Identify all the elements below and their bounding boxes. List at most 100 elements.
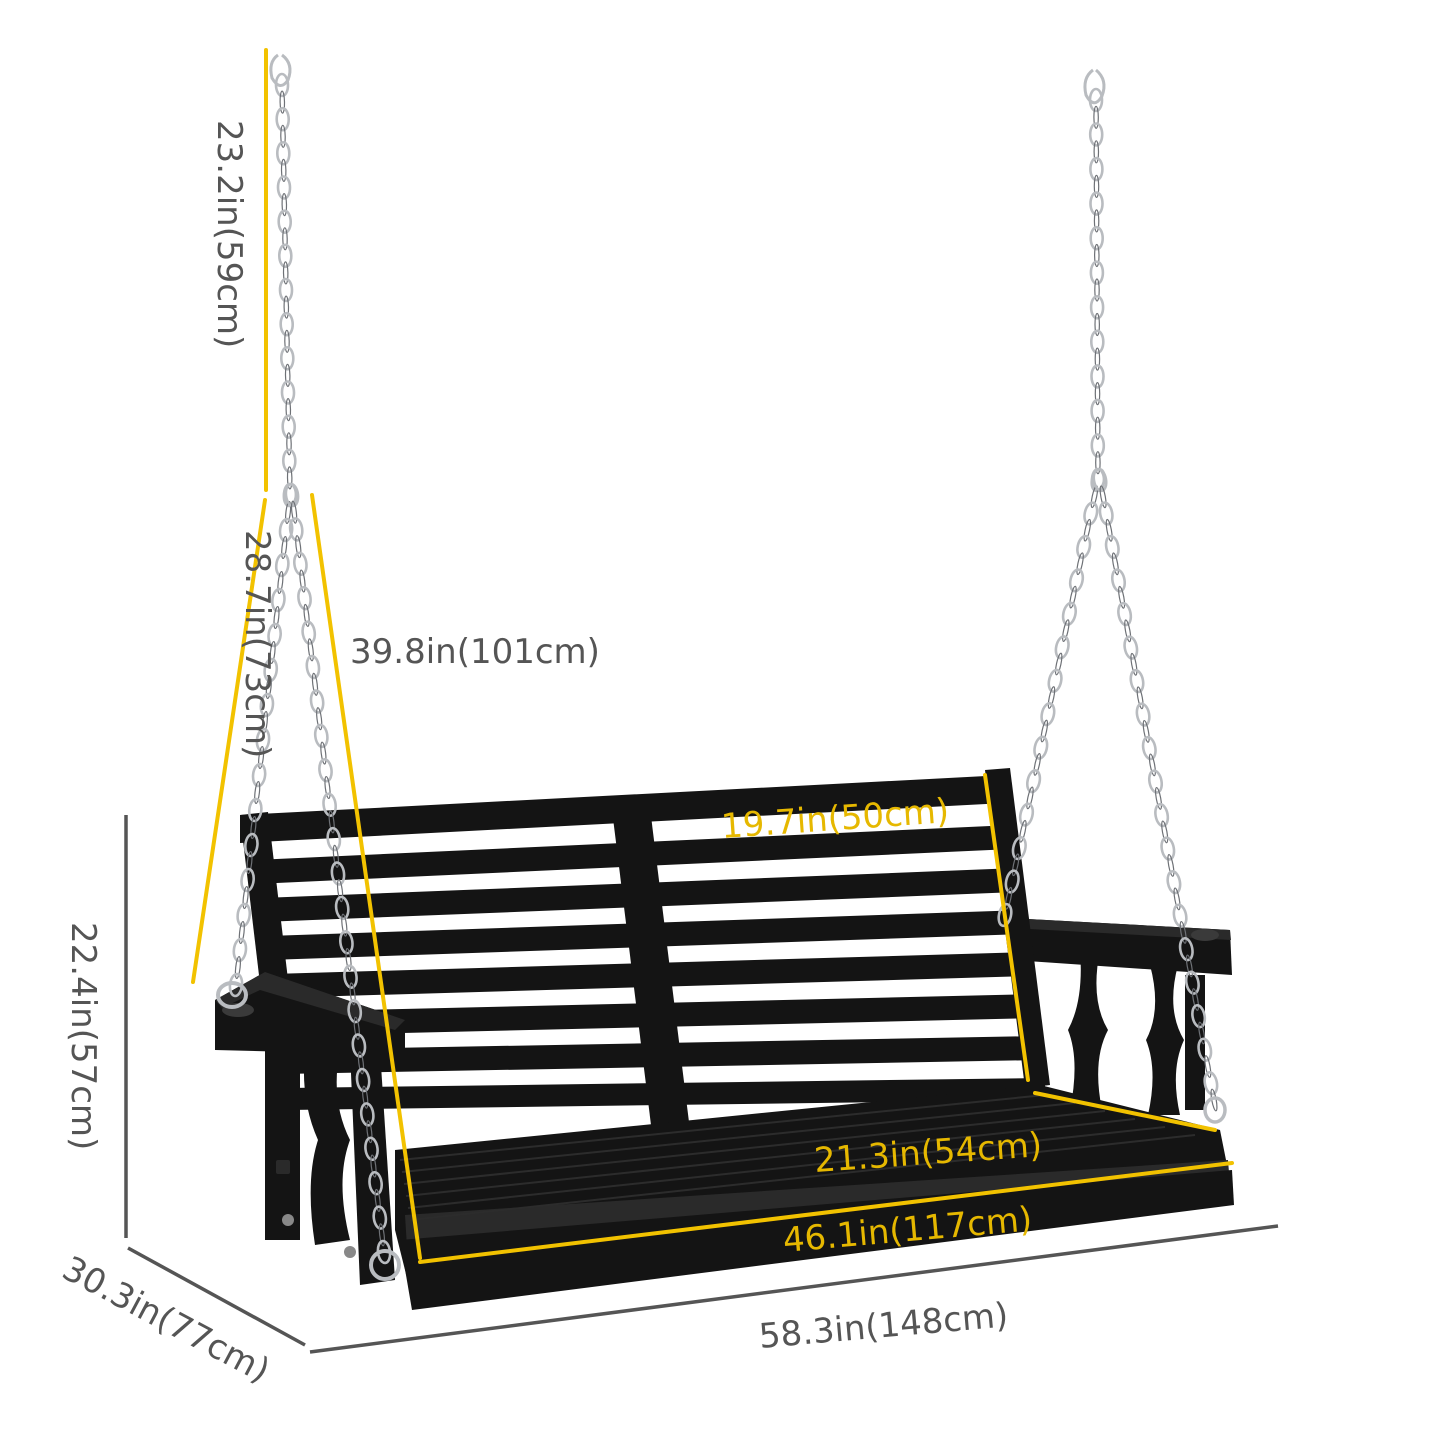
chain-link xyxy=(305,654,321,680)
right-chain-hook xyxy=(1083,68,1106,105)
chain-link xyxy=(1197,1037,1213,1062)
chain-link xyxy=(1110,568,1127,593)
chain-link xyxy=(1154,786,1163,810)
chain-link xyxy=(1011,835,1027,861)
right-front-chain xyxy=(1092,467,1219,1112)
chain-link xyxy=(1090,398,1105,424)
chain-link xyxy=(299,569,306,593)
chain-link xyxy=(251,762,267,788)
chain-link xyxy=(1054,635,1070,660)
chain-link xyxy=(265,675,272,700)
chain-link xyxy=(281,535,288,560)
backrest-slat xyxy=(262,868,1018,922)
chain-link xyxy=(1083,501,1099,526)
chain-link xyxy=(357,1051,365,1075)
chain-link xyxy=(1062,619,1070,642)
chain-link xyxy=(267,622,282,648)
chain-link xyxy=(1167,853,1175,877)
left-lower-shackle xyxy=(216,981,248,1009)
seat-width-line xyxy=(418,1161,1234,1264)
chain-link xyxy=(1160,836,1176,861)
dimension-lines xyxy=(124,48,1279,1354)
backrest-slat xyxy=(272,952,1030,998)
chain-link xyxy=(284,329,290,353)
chain-link xyxy=(1083,518,1092,542)
chain-link xyxy=(286,432,292,456)
chain-link xyxy=(336,879,344,903)
chain-link xyxy=(279,90,286,114)
chain-link xyxy=(277,209,293,234)
chain-link xyxy=(1130,652,1138,676)
chain-link xyxy=(372,1205,388,1230)
chain-link xyxy=(1093,174,1100,198)
chain-link xyxy=(311,672,319,696)
chain-link xyxy=(334,895,350,921)
chain-link xyxy=(1089,191,1104,216)
chain-link xyxy=(269,640,276,665)
chain-link xyxy=(280,158,287,182)
left-top-chain xyxy=(274,72,298,508)
chain-link xyxy=(1166,870,1182,895)
chain-link xyxy=(1191,988,1200,1011)
chain-link xyxy=(286,466,293,490)
chain-link xyxy=(1093,140,1100,164)
chain-link xyxy=(240,867,255,893)
chain-link xyxy=(1185,954,1193,978)
chain-link xyxy=(1033,753,1041,776)
chain-link xyxy=(279,346,295,371)
chain-link xyxy=(355,1067,371,1093)
chain-link xyxy=(277,243,293,269)
chain-link xyxy=(1203,1071,1219,1096)
chain-link xyxy=(1129,668,1145,694)
chain-link xyxy=(307,638,314,662)
chain-link xyxy=(250,815,257,840)
seat-slat-gap xyxy=(401,1102,1076,1173)
chain-link xyxy=(234,955,241,980)
backrest-slat xyxy=(255,825,1012,884)
seat-depth-line xyxy=(1033,1091,1217,1132)
chain-link xyxy=(278,517,294,543)
chain-link xyxy=(258,745,265,770)
backrest-slat xyxy=(276,994,1036,1036)
chain-link xyxy=(1198,1021,1206,1045)
chain-link xyxy=(1148,753,1156,777)
backrest-slats xyxy=(240,775,1045,1110)
chain-link xyxy=(1161,820,1169,844)
chain-link xyxy=(309,689,325,714)
chain-link xyxy=(1118,585,1126,609)
lower-chain-length-line xyxy=(191,498,267,984)
chain-link xyxy=(324,775,331,800)
seat-slat-gap xyxy=(399,1094,1046,1161)
chain-link xyxy=(362,1085,369,1109)
chain-link xyxy=(242,885,249,910)
overall-depth-line xyxy=(127,1246,306,1347)
seat-slat-gap xyxy=(405,1118,1136,1197)
chain-link xyxy=(1019,819,1027,843)
chain-link xyxy=(1018,802,1035,827)
chain-link xyxy=(1089,295,1105,320)
chain-link xyxy=(328,810,335,834)
right-top-chain xyxy=(1088,87,1106,493)
chain-link xyxy=(297,585,312,611)
chain-link xyxy=(1191,1004,1207,1029)
chain-link xyxy=(303,603,310,627)
chain-link xyxy=(1047,686,1056,709)
chain-link xyxy=(318,758,333,783)
left-front-shackle xyxy=(369,1249,401,1281)
chain-link xyxy=(378,1223,386,1247)
chain-link xyxy=(1094,278,1100,302)
chain-link xyxy=(1142,719,1150,743)
chain-link xyxy=(279,311,295,337)
overall-width-line xyxy=(309,1224,1279,1354)
chain-link xyxy=(292,551,308,577)
chain-link xyxy=(1040,702,1056,727)
chain-link xyxy=(1095,451,1101,475)
chain-link xyxy=(351,1033,367,1058)
seat-front-rail xyxy=(400,1170,1234,1310)
chain-link xyxy=(359,1102,375,1127)
chain-link xyxy=(368,1170,384,1196)
chain-link xyxy=(1069,585,1077,609)
seat-slat-gap xyxy=(407,1126,1166,1209)
seat-slats xyxy=(399,1094,1196,1221)
chain-link xyxy=(1088,122,1104,147)
